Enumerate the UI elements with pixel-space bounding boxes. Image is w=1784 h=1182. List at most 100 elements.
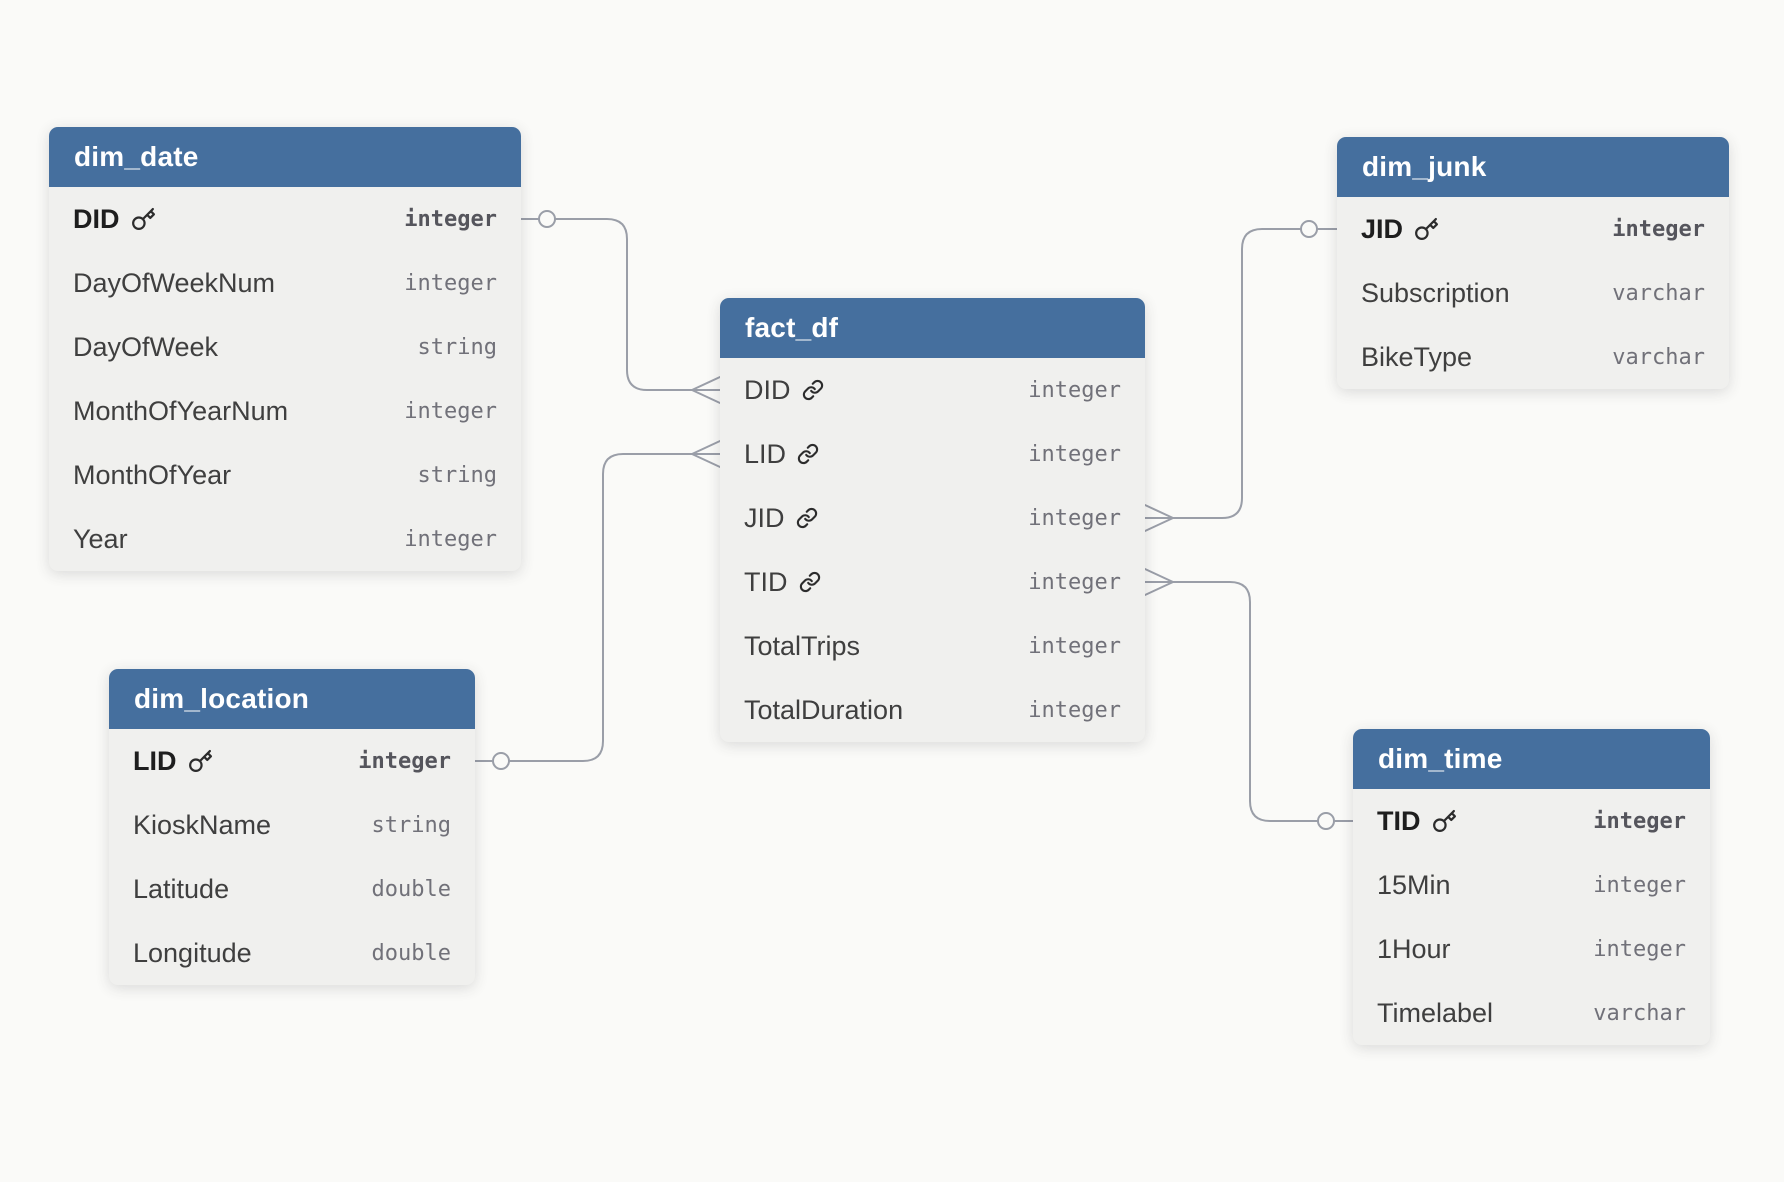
key-icon (188, 749, 213, 774)
column-row-dim_time-15Min[interactable]: 15Min integer (1353, 853, 1710, 917)
column-name-label: DID (73, 203, 120, 234)
column-row-dim_time-TID[interactable]: TID integer (1353, 789, 1710, 853)
column-name: Longitude (133, 938, 252, 969)
column-type-label: integer (1612, 216, 1705, 242)
column-name-label: MonthOfYear (73, 459, 232, 490)
relationship-dim_date-fact_df (520, 218, 721, 404)
column-row-dim_date-Year[interactable]: Year integer (49, 507, 521, 571)
column-name: Subscription (1361, 278, 1510, 309)
column-name-label: TID (744, 566, 788, 597)
column-name: 1Hour (1377, 934, 1451, 965)
column-row-dim_date-DayOfWeekNum[interactable]: DayOfWeekNum integer (49, 251, 521, 315)
column-row-dim_location-Latitude[interactable]: Latitude double (109, 857, 475, 921)
column-row-fact_df-JID[interactable]: JID integer (720, 486, 1145, 550)
column-type-label: integer (404, 206, 497, 232)
one-cardinality-marker-dim_location-fact_df (492, 752, 510, 770)
column-name-label: BikeType (1361, 341, 1473, 372)
column-name-label: Latitude (133, 873, 230, 904)
column-name: LID (744, 439, 819, 470)
column-name: TotalDuration (744, 695, 903, 726)
column-row-dim_location-Longitude[interactable]: Longitude double (109, 921, 475, 985)
column-row-fact_df-DID[interactable]: DID integer (720, 358, 1145, 422)
relationship-fact_df-dim_time (1144, 568, 1354, 822)
column-type-label: varchar (1612, 280, 1705, 306)
table-header-fact_df[interactable]: fact_df (720, 298, 1145, 358)
column-name-label: LID (133, 745, 177, 776)
column-type-label: integer (404, 526, 497, 552)
column-name-label: TotalTrips (744, 630, 861, 661)
column-type-label: double (371, 876, 451, 902)
column-name: DID (744, 375, 824, 406)
column-name: TID (1377, 806, 1457, 837)
column-type-label: double (371, 940, 451, 966)
table-title: dim_date (74, 141, 199, 172)
column-name: DID (73, 204, 156, 235)
column-name: TotalTrips (744, 631, 860, 662)
link-icon (796, 507, 818, 529)
column-name: LID (133, 746, 213, 777)
column-type-label: integer (358, 748, 451, 774)
column-name-label: MonthOfYearNum (73, 395, 289, 426)
column-name-label: JID (744, 502, 785, 533)
table-title: dim_junk (1362, 151, 1487, 182)
column-name-label: Timelabel (1377, 997, 1494, 1028)
key-icon (1414, 217, 1439, 242)
column-type-label: string (417, 334, 497, 360)
column-type-label: integer (1593, 872, 1686, 898)
link-icon (799, 571, 821, 593)
table-header-dim_time[interactable]: dim_time (1353, 729, 1710, 789)
column-type-label: integer (404, 270, 497, 296)
column-name: Year (73, 524, 128, 555)
column-name: MonthOfYearNum (73, 396, 288, 427)
column-type-label: string (417, 462, 497, 488)
column-name: BikeType (1361, 342, 1472, 373)
table-header-dim_date[interactable]: dim_date (49, 127, 521, 187)
column-row-dim_location-LID[interactable]: LID integer (109, 729, 475, 793)
column-name-label: Longitude (133, 937, 252, 968)
column-name: Latitude (133, 874, 229, 905)
column-name-label: 15Min (1377, 869, 1451, 900)
column-type-label: integer (1028, 505, 1121, 531)
column-row-dim_date-MonthOfYear[interactable]: MonthOfYear string (49, 443, 521, 507)
column-name-label: DID (744, 374, 791, 405)
column-name: KioskName (133, 810, 271, 841)
column-row-dim_junk-JID[interactable]: JID integer (1337, 197, 1729, 261)
column-name-label: Year (73, 523, 128, 554)
key-icon (131, 207, 156, 232)
one-cardinality-marker-fact_df-dim_time (1317, 812, 1335, 830)
table-header-dim_location[interactable]: dim_location (109, 669, 475, 729)
link-icon (802, 379, 824, 401)
column-row-dim_junk-Subscription[interactable]: Subscription varchar (1337, 261, 1729, 325)
table-title: dim_location (134, 683, 310, 714)
column-name: DayOfWeekNum (73, 268, 275, 299)
table-header-dim_junk[interactable]: dim_junk (1337, 137, 1729, 197)
column-name-label: LID (744, 438, 787, 469)
column-name-label: 1Hour (1377, 933, 1451, 964)
column-row-dim_date-DID[interactable]: DID integer (49, 187, 521, 251)
link-icon (797, 443, 819, 465)
column-type-label: integer (1028, 377, 1121, 403)
relationship-dim_location-fact_df (474, 440, 721, 762)
column-name-label: Subscription (1361, 277, 1510, 308)
one-cardinality-marker-fact_df-dim_junk (1300, 220, 1318, 238)
column-type-label: integer (1593, 808, 1686, 834)
column-name: Timelabel (1377, 998, 1493, 1029)
table-title: fact_df (745, 312, 839, 343)
column-name-label: JID (1361, 213, 1404, 244)
